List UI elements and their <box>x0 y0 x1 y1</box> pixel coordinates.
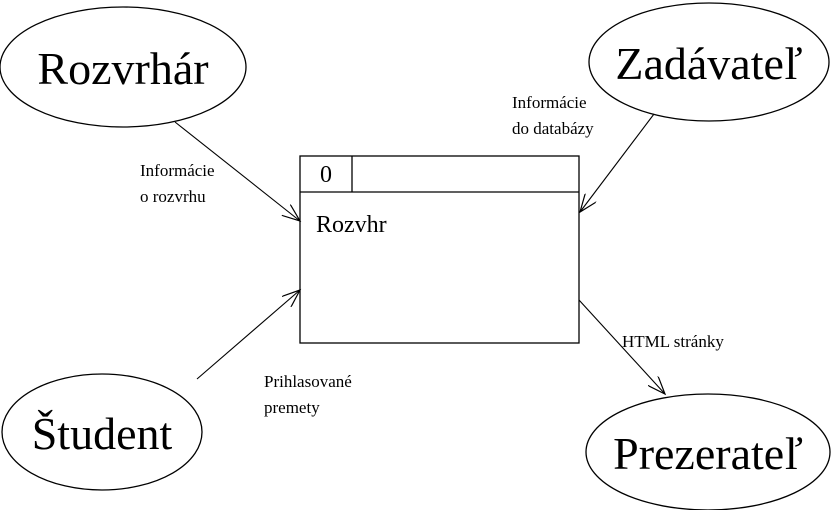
flow-label-line: o rozvrhu <box>140 187 206 206</box>
entity-zadavatel[interactable]: Zadávateľ <box>588 2 830 122</box>
flow-student-to-process[interactable]: Prihlasované premety <box>196 290 352 417</box>
flow-label-line: do databázy <box>512 119 594 138</box>
flow-label-line: HTML stránky <box>622 332 724 351</box>
flow-label-line: Prihlasované <box>264 372 352 391</box>
entity-rozvrhar-label: Rozvrhár <box>37 43 208 94</box>
flow-arrow <box>580 113 655 212</box>
entity-prezeratel-label: Prezerateľ <box>613 428 803 479</box>
flow-arrow <box>196 290 300 380</box>
entity-zadavatel-label: Zadávateľ <box>615 38 802 89</box>
flow-label-line: Informácie <box>512 93 587 112</box>
process-id: 0 <box>320 162 332 188</box>
flow-arrow <box>174 121 300 221</box>
flow-rozvrhar-to-process[interactable]: Informácie o rozvrhu <box>140 121 300 221</box>
entity-student[interactable]: Študent <box>1 373 203 491</box>
entity-student-label: Študent <box>32 408 173 459</box>
flow-label-line: Informácie <box>140 161 215 180</box>
process-rozvhr[interactable]: 0 Rozvhr <box>299 155 580 344</box>
entity-prezeratel[interactable]: Prezerateľ <box>585 393 831 511</box>
process-name: Rozvhr <box>316 212 387 238</box>
flow-arrow <box>578 299 665 394</box>
flow-process-to-prezeratel[interactable]: HTML stránky <box>578 299 724 394</box>
flow-zadavatel-to-process[interactable]: Informácie do databázy <box>512 93 655 212</box>
entity-rozvrhar[interactable]: Rozvrhár <box>0 6 247 128</box>
flow-label-line: premety <box>264 398 320 417</box>
